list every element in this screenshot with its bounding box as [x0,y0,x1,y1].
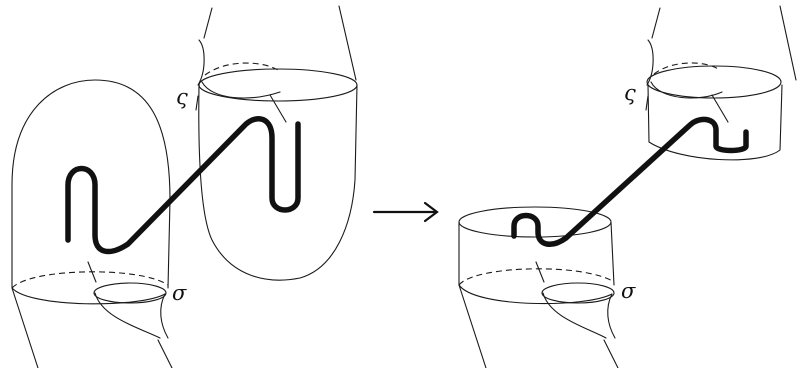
right-upper-tube [645,5,797,161]
right-label-varsigma: ς [624,81,636,105]
left-upper-tube [195,5,358,281]
right-lower-tube [458,206,619,368]
left-band-curve [65,116,301,255]
arrow-icon [372,201,439,223]
left-lower-tube [11,79,173,368]
left-label-varsigma: ς [176,85,188,109]
right-band-curve [511,116,749,247]
left-panel: ς σ [11,5,358,368]
right-panel: ς σ [458,5,797,368]
right-label-sigma: σ [621,279,636,303]
left-label-sigma: σ [172,281,187,305]
